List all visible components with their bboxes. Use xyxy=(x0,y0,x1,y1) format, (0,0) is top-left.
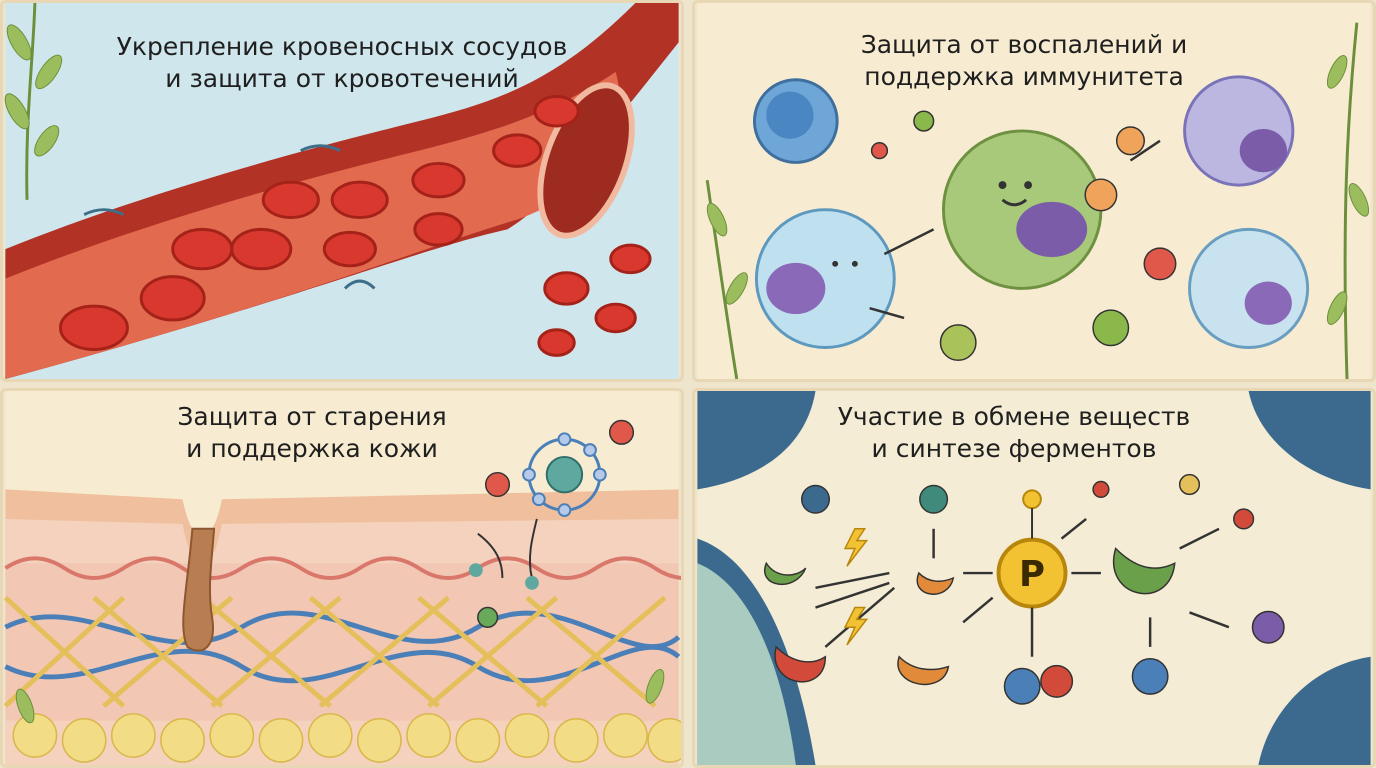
title-line: поддержка иммунитета xyxy=(864,62,1184,91)
center-molecule-label: P xyxy=(1019,554,1045,595)
panel-title: Участие в обмене веществ и синтезе ферме… xyxy=(815,401,1213,465)
panel-skin: Защита от старения и поддержка кожи xyxy=(0,388,684,768)
panel-title: Защита от воспалений и поддержка иммунит… xyxy=(815,29,1233,93)
panel-title: Защита от старения и поддержка кожи xyxy=(143,401,481,465)
metabolism-illustration: P xyxy=(697,391,1371,765)
panel-immunity: Защита от воспалений и поддержка иммунит… xyxy=(692,0,1376,382)
title-line: и синтезе ферментов xyxy=(871,434,1157,463)
panel-title: Укрепление кровеносных сосудов и защита … xyxy=(93,31,591,95)
panel-blood-vessels: Укрепление кровеносных сосудов и защита … xyxy=(0,0,684,382)
title-line: Укрепление кровеносных сосудов xyxy=(116,32,568,61)
leaf-branch-icon xyxy=(705,22,1370,379)
blood-vessel-illustration xyxy=(4,3,679,379)
leaf-branch-icon xyxy=(4,3,63,200)
title-line: Защита от старения xyxy=(177,402,447,431)
panel-metabolism: P xyxy=(692,388,1376,768)
lightning-icon xyxy=(843,528,869,646)
immune-cells-illustration xyxy=(697,3,1371,379)
leaf-branch-icon xyxy=(15,668,665,724)
title-line: и поддержка кожи xyxy=(186,434,438,463)
title-line: Защита от воспалений и xyxy=(860,30,1188,59)
title-line: и защита от кровотечений xyxy=(165,64,519,93)
title-line: Участие в обмене веществ xyxy=(837,402,1191,431)
skin-layers-illustration xyxy=(3,391,681,765)
